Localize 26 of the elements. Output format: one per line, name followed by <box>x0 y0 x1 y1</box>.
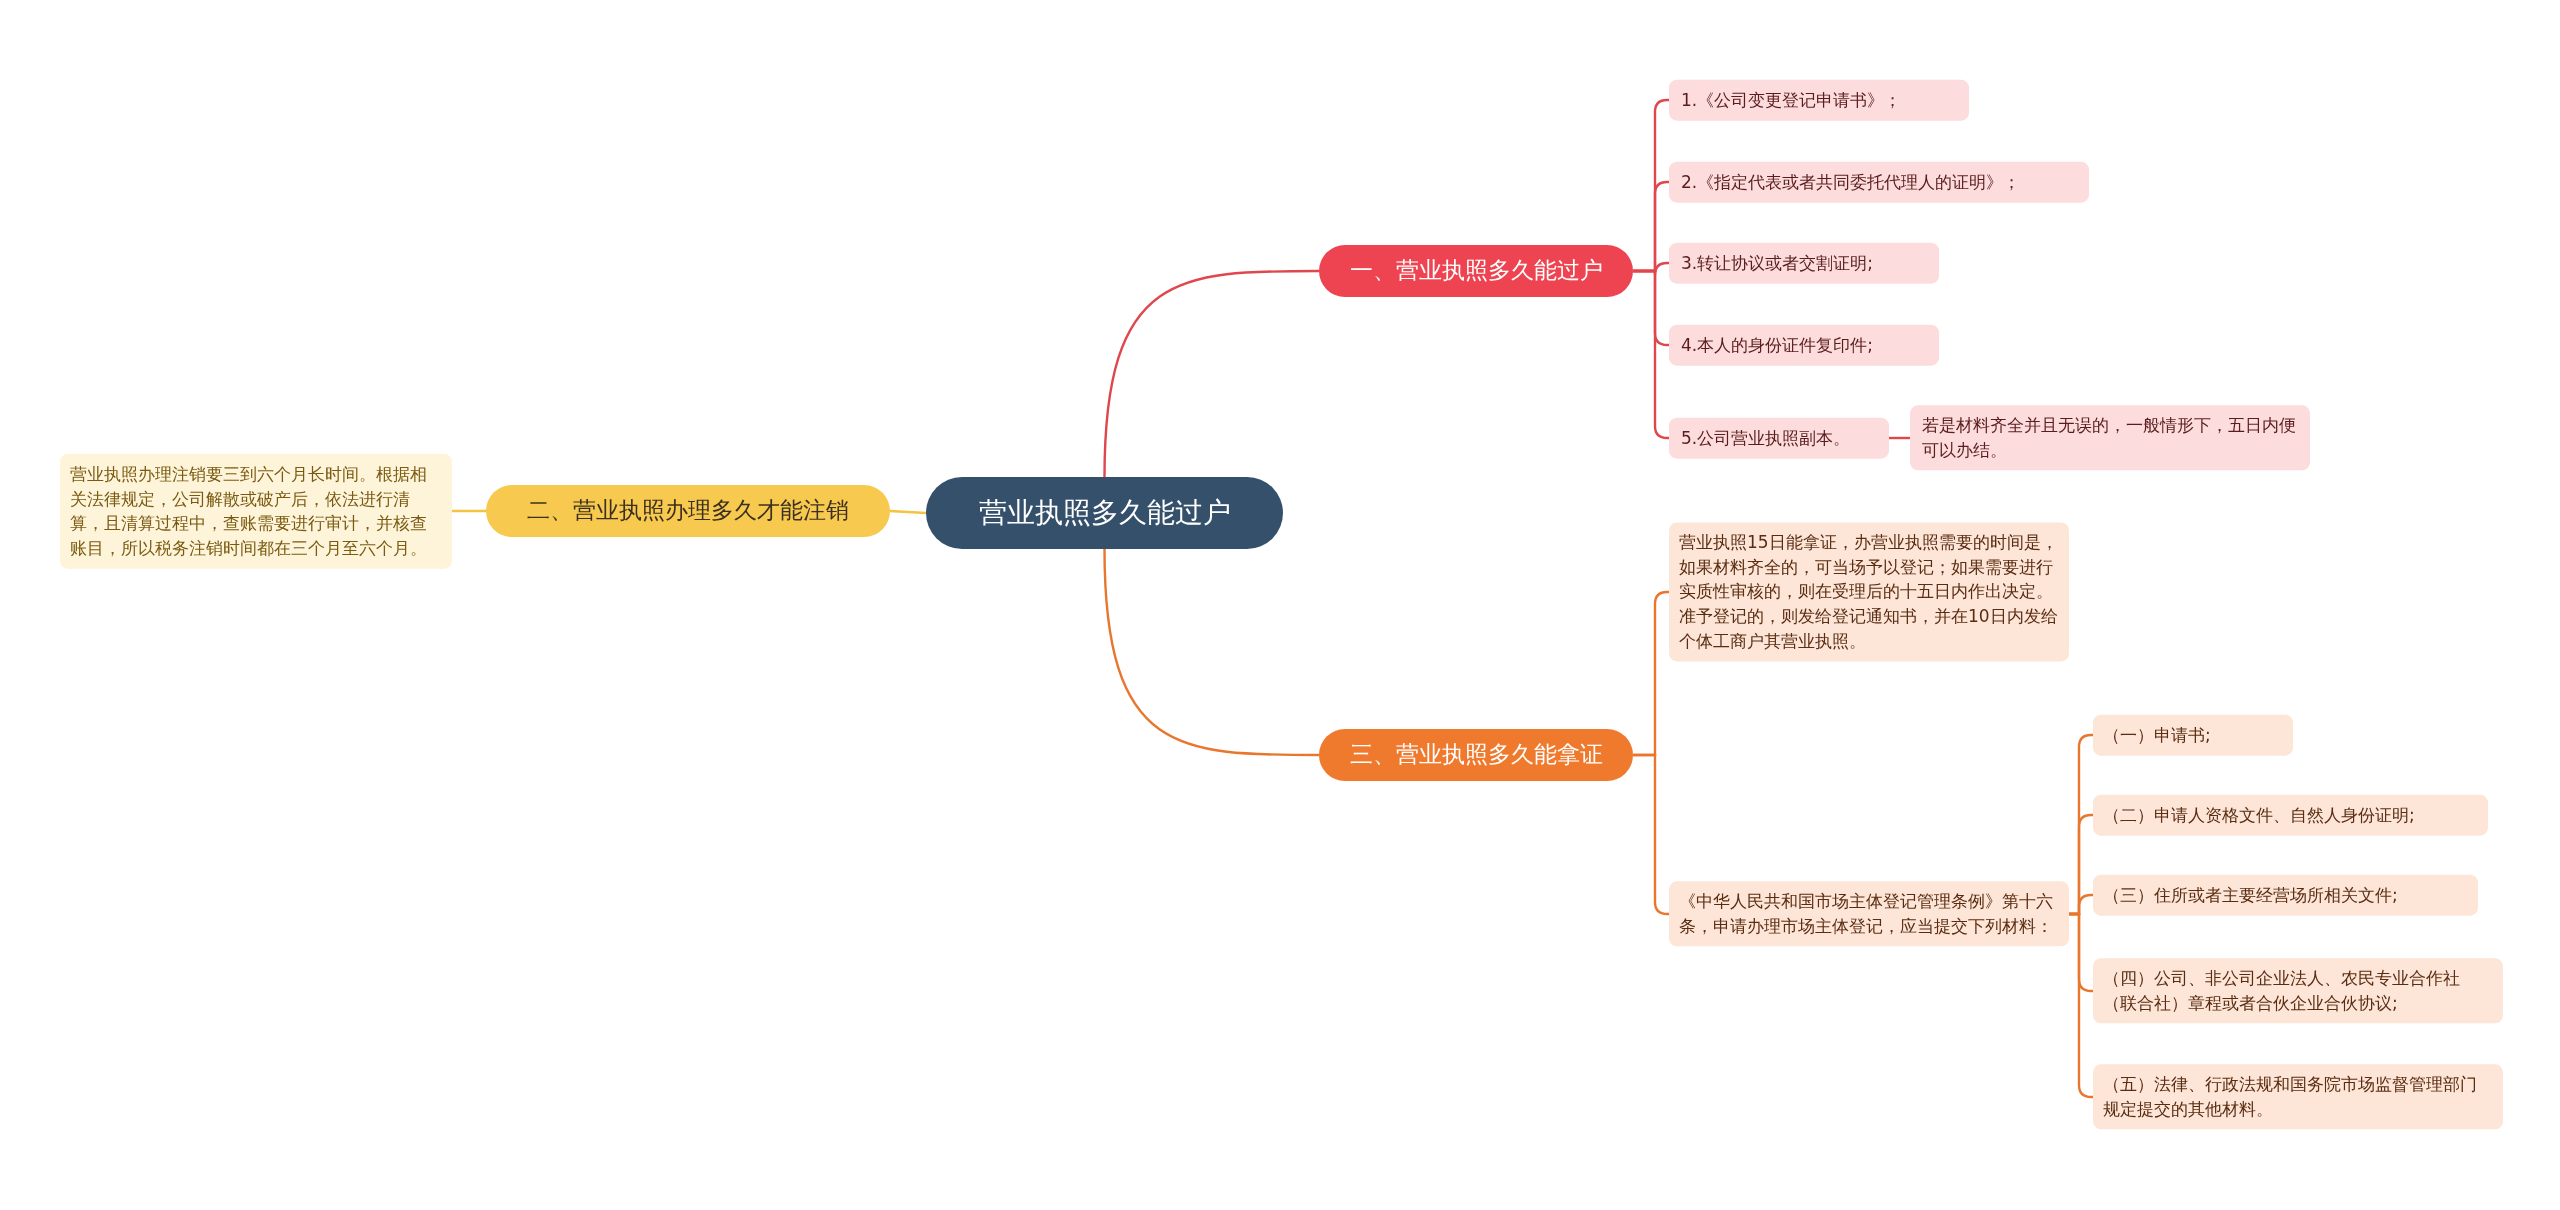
note-topic: 《中华人民共和国市场主体登记管理条例》第十六条，申请办理市场主体登记，应当提交下列材料： <box>1669 881 2069 947</box>
note-topic: 若是材料齐全并且无误的，一般情形下，五日内便可以办结。 <box>1910 405 2310 471</box>
subtopic: 5.公司营业执照副本。 <box>1669 417 1889 459</box>
connector-line <box>1103 269 1319 478</box>
connector-line <box>1889 436 1910 440</box>
subtopic: （一）申请书; <box>2093 714 2293 756</box>
connector-line <box>452 509 486 513</box>
note-topic: 营业执照办理注销要三到六个月长时间。根据相关法律规定，公司解散或破产后，依法进行清算，且清算过程中，查账需要进行审计，并核查账目，所以税务注销时间都在三个月至六个月。 <box>60 453 452 569</box>
subtopic: 2.《指定代表或者共同委托代理人的证明》； <box>1669 161 2089 203</box>
connector-line <box>1633 753 1669 916</box>
subtopic: 3.转让协议或者交割证明; <box>1669 242 1939 284</box>
subtopic: （三）住所或者主要经营场所相关文件; <box>2093 874 2478 916</box>
branch-topic: 二、营业执照办理多久才能注销 <box>486 485 890 537</box>
subtopic: 4.本人的身份证件复印件; <box>1669 324 1939 366</box>
central-topic: 营业执照多久能过户 <box>926 477 1283 549</box>
connector-line <box>1103 548 1319 757</box>
subtopic: （五）法律、行政法规和国务院市场监督管理部门规定提交的其他材料。 <box>2093 1064 2503 1130</box>
branch-topic: 三、营业执照多久能拿证 <box>1319 729 1633 781</box>
subtopic: 1.《公司变更登记申请书》； <box>1669 79 1969 121</box>
connector-line <box>1633 269 1669 440</box>
note-topic: 营业执照15日能拿证，办营业执照需要的时间是，如果材料齐全的，可当场予以登记；如果需要进行实质性审核的，则在受理后的十五日内作出决定。准予登记的，则发给登记通知书，并在10日内发给个体工商户其营业执照。 <box>1669 522 2069 662</box>
connector-line <box>2069 912 2093 1099</box>
subtopic: （二）申请人资格文件、自然人身份证明; <box>2093 794 2488 836</box>
connector-line <box>889 509 927 515</box>
subtopic: （四）公司、非公司企业法人、农民专业合作社（联合社）章程或者合伙企业合伙协议; <box>2093 958 2503 1024</box>
branch-topic: 一、营业执照多久能过户 <box>1319 245 1633 297</box>
